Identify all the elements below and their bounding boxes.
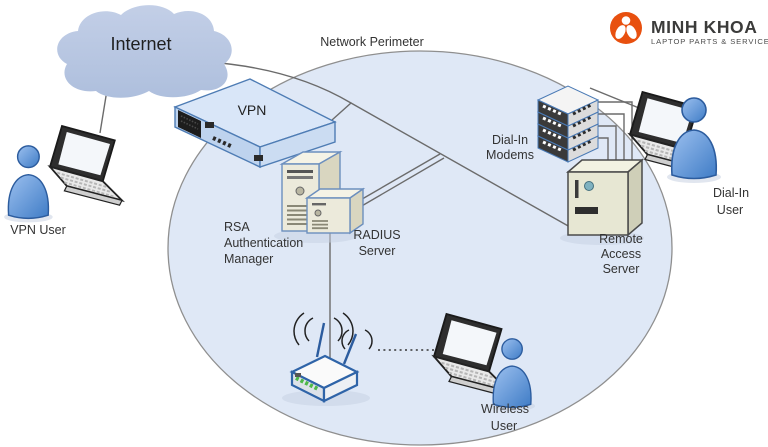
wifi-antenna-right-icon [342, 333, 358, 365]
line-vpn-to-remote-access-server [331, 102, 571, 228]
rsa-vent-grill-icon [287, 205, 313, 225]
modems-label-1: Dial-In [492, 133, 528, 147]
cloud-shape [57, 5, 232, 98]
network-perimeter-label: Network Perimeter [320, 35, 424, 49]
vpn-port2-icon [254, 155, 263, 161]
laptop-icon [49, 125, 123, 207]
ras-label-1: Remote [599, 232, 643, 246]
remote-access-server [560, 158, 645, 245]
rsa-label-1: RSA [224, 220, 250, 234]
vpn-label: VPN [238, 102, 267, 118]
line-junction-to-radius-2 [359, 157, 445, 208]
vpn-port-row-icon [212, 136, 234, 149]
router-port-icon [295, 373, 301, 377]
node-labels: RSA Authentication Manager RADIUS Server… [10, 133, 749, 433]
ras-label-3: Server [603, 262, 640, 276]
person-icon [3, 145, 54, 224]
radius-label-2: Server [359, 244, 396, 258]
brand-tagline: LAPTOP PARTS & SERVICES [651, 37, 768, 46]
rsa-label-3: Manager [224, 252, 273, 266]
vpn-appliance: VPN [173, 78, 337, 169]
wifi-waves-right-icon [341, 329, 373, 350]
radius-power-button-icon [314, 209, 322, 217]
brand-logo: MINH KHOA LAPTOP PARTS & SERVICES [610, 12, 768, 46]
ras-label-2: Access [601, 247, 641, 261]
vpn-front-panel [178, 110, 201, 138]
radius-label-1: RADIUS [353, 228, 400, 242]
modem-unit [536, 85, 600, 127]
dialin-user-label-2: User [717, 203, 743, 217]
dialin-user-label-1: Dial-In [713, 186, 749, 200]
router-led-strip-icon [295, 376, 319, 391]
radius-vent-grill-icon [312, 220, 328, 230]
line-cloud-to-vpn [207, 61, 352, 104]
internet-cloud: Internet [57, 5, 232, 98]
modem-phone-line-3 [598, 125, 617, 166]
wireless-user-label-1: Wireless [481, 402, 529, 416]
radius-server [304, 187, 366, 235]
rsa-label-2: Authentication [224, 236, 303, 250]
rsa-power-button-icon [295, 186, 305, 196]
brand-name: MINH KHOA [651, 17, 758, 37]
modem-phone-line-2 [598, 113, 625, 165]
vpn-port-icon [205, 122, 214, 128]
wireless-router [282, 312, 373, 406]
line-junction-to-radius-1 [356, 153, 441, 203]
vpn-user-label: VPN User [10, 223, 66, 237]
internet-label: Internet [110, 34, 171, 54]
dialin-modem-stack [536, 85, 600, 163]
wifi-antenna-left-icon [315, 322, 326, 358]
modem-phone-line-4 [598, 137, 609, 168]
ras-drive-bay-icon [575, 207, 598, 214]
modems-label-2: Modems [486, 148, 534, 162]
ras-power-button-icon [584, 181, 594, 191]
wireless-user-label-2: User [491, 419, 517, 433]
vpn-user-group [3, 125, 123, 224]
line-cloud-to-vpn-user [99, 89, 108, 134]
wifi-waves-left-icon [293, 312, 354, 346]
modem-phone-line-1 [598, 101, 633, 163]
